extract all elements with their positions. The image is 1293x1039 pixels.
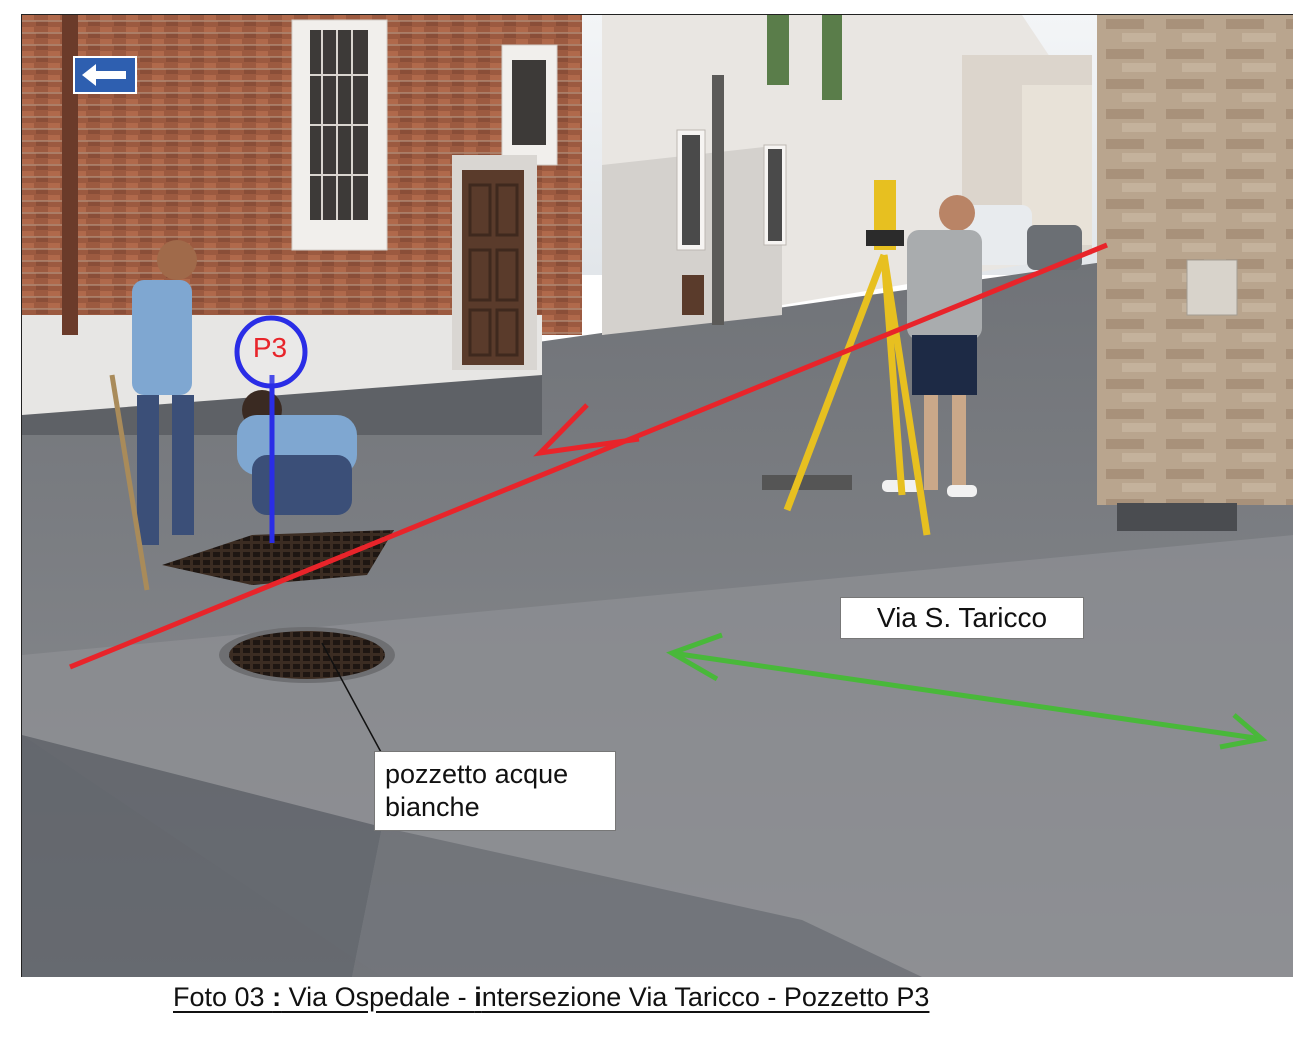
photo-caption: Foto 03 : Via Ospedale - intersezione Vi…	[173, 982, 929, 1013]
manhole-callout: pozzetto acque bianche	[374, 751, 616, 831]
manhole-callout-line1: pozzetto acque	[385, 759, 569, 789]
caption-part2: Via Ospedale -	[281, 982, 475, 1012]
p3-marker-circle	[234, 315, 308, 389]
street-name-callout: Via S. Taricco	[840, 597, 1084, 639]
street-scene-illustration	[22, 15, 1293, 977]
surveyor	[882, 195, 982, 497]
worker-standing	[109, 240, 197, 591]
tripod	[783, 253, 931, 536]
manhole-leader-line	[321, 642, 383, 755]
worker-crouching	[237, 390, 357, 515]
site-photo	[21, 14, 1293, 977]
flow-arrowhead	[533, 403, 640, 457]
manhole-callout-line2: bianche	[385, 792, 480, 822]
flow-line	[69, 242, 1108, 670]
street-arrow	[671, 650, 1263, 742]
caption-colon: :	[272, 982, 282, 1012]
p3-marker-label: P3	[252, 332, 288, 363]
caption-part4: ntersezione Via Taricco - Pozzetto P3	[481, 982, 930, 1012]
caption-part1: Foto 03	[173, 982, 273, 1012]
caption-bold-i: i	[474, 982, 482, 1012]
